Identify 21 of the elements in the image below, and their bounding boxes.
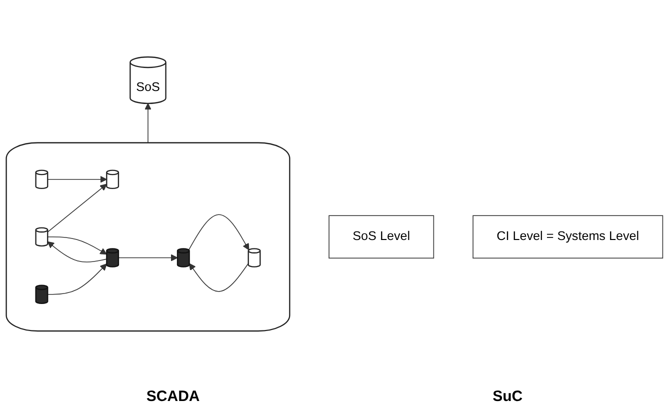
arrow bbox=[188, 214, 250, 250]
node-cylinder bbox=[106, 170, 120, 190]
arrow bbox=[47, 184, 107, 232]
arrow bbox=[144, 103, 152, 144]
arrow bbox=[189, 263, 249, 292]
group-label: SCADA bbox=[146, 388, 200, 407]
node-cylinder bbox=[106, 248, 120, 268]
node-box: SoS Level bbox=[328, 215, 434, 259]
cluster bbox=[6, 142, 290, 332]
node-cylinder bbox=[35, 284, 48, 304]
arrow bbox=[47, 236, 107, 255]
group-label: SuC bbox=[492, 388, 523, 407]
node-cylinder bbox=[176, 248, 190, 268]
arrow bbox=[118, 254, 178, 262]
node-cylinder bbox=[35, 170, 48, 190]
node-cylinder bbox=[248, 248, 261, 268]
node-box: CI Level = Systems Level bbox=[472, 215, 664, 259]
arrow bbox=[47, 241, 108, 262]
arrow bbox=[47, 176, 107, 183]
arrow bbox=[47, 264, 107, 295]
node-cylinder bbox=[35, 227, 48, 247]
